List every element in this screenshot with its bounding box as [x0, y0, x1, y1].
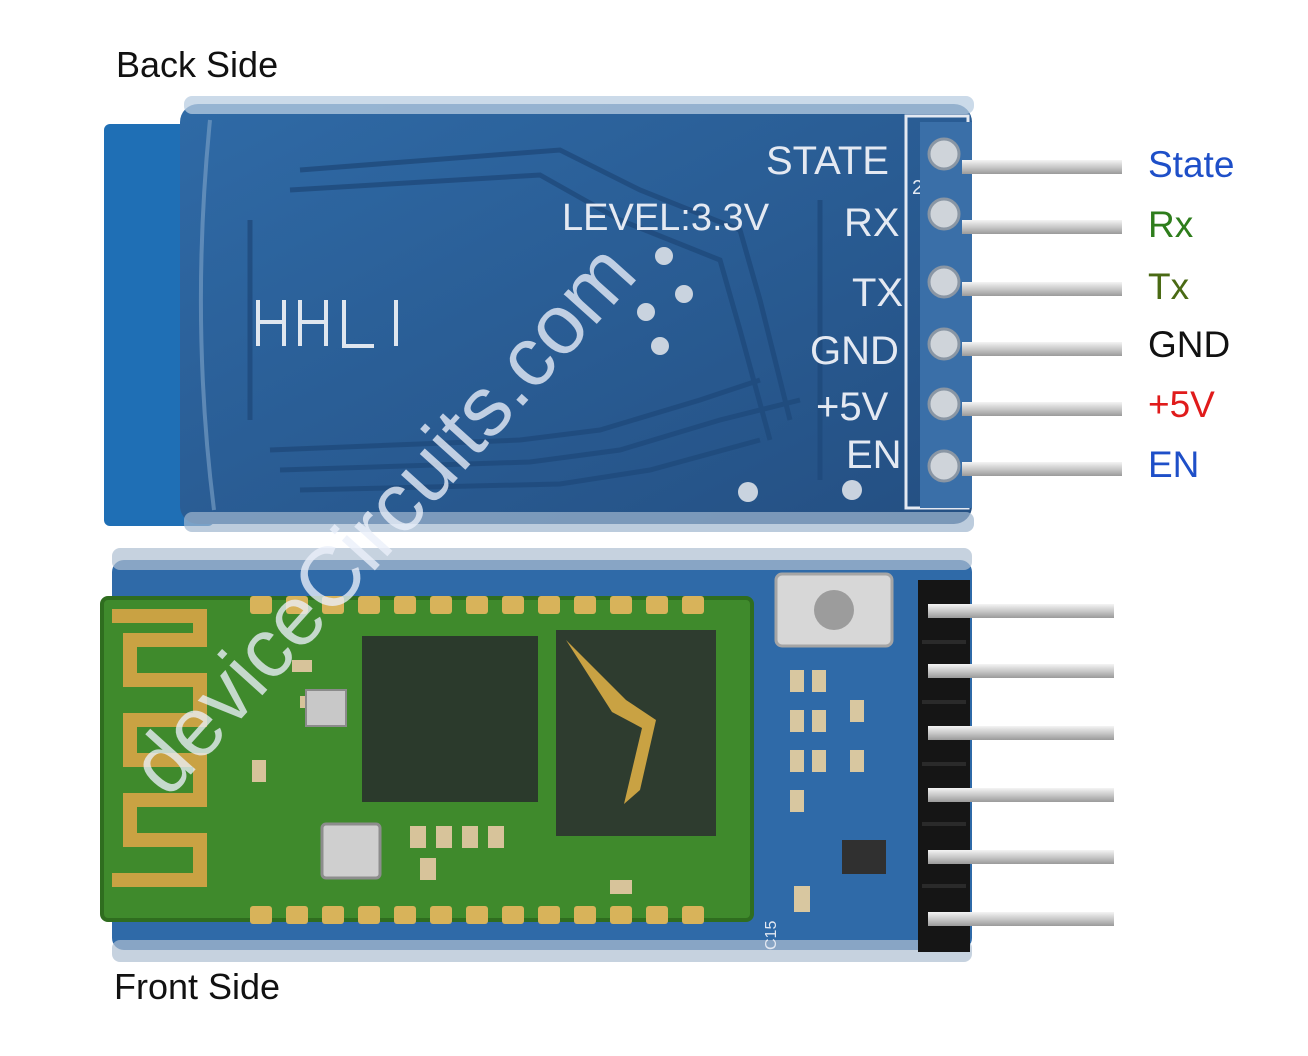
front-side-caption: Front Side: [114, 966, 281, 1007]
silk-level: LEVEL:3.3V: [562, 197, 770, 239]
silk-tx: TX: [852, 271, 903, 315]
back-side-caption: Back Side: [116, 44, 279, 85]
back-board: STATE RX TX GND +5V EN LEVEL:3.3V 20: [104, 96, 1122, 532]
small-ic: [305, 689, 347, 727]
back-solder-joints: [927, 137, 961, 483]
back-logo-marking: [256, 300, 398, 348]
pin-label-5v: +5V: [1148, 384, 1215, 425]
pcb-antenna: [112, 609, 207, 887]
silk-state: STATE: [766, 139, 889, 183]
pin-label-gnd: GND: [1148, 324, 1231, 365]
module-pads-bottom: [250, 906, 704, 924]
pin-label-en: EN: [1148, 444, 1200, 485]
reset-button-cap: [814, 590, 854, 630]
back-pcb: [180, 104, 972, 524]
silk-en: EN: [846, 433, 902, 477]
module-smd-components: [252, 660, 632, 894]
back-vias: [637, 247, 862, 502]
pin-label-rx: Rx: [1148, 204, 1194, 245]
crystal: [320, 822, 382, 880]
back-traces: [247, 147, 823, 493]
silk-gnd: GND: [810, 329, 899, 373]
front-header-pins: [928, 604, 1114, 926]
front-board: C15: [100, 548, 1114, 962]
silk-c15: C15: [763, 921, 780, 950]
back-header-pins: [962, 160, 1122, 476]
chip-logo-mark: [566, 640, 656, 804]
carrier-smd-components: [790, 670, 864, 912]
silk-5v: +5V: [816, 385, 889, 429]
main-chip: [362, 636, 538, 802]
module-pads-top: [250, 596, 704, 614]
pin-label-tx: Tx: [1148, 266, 1190, 307]
pin-label-state: State: [1148, 144, 1235, 185]
silk-rx: RX: [844, 201, 900, 245]
voltage-regulator: [842, 840, 886, 874]
